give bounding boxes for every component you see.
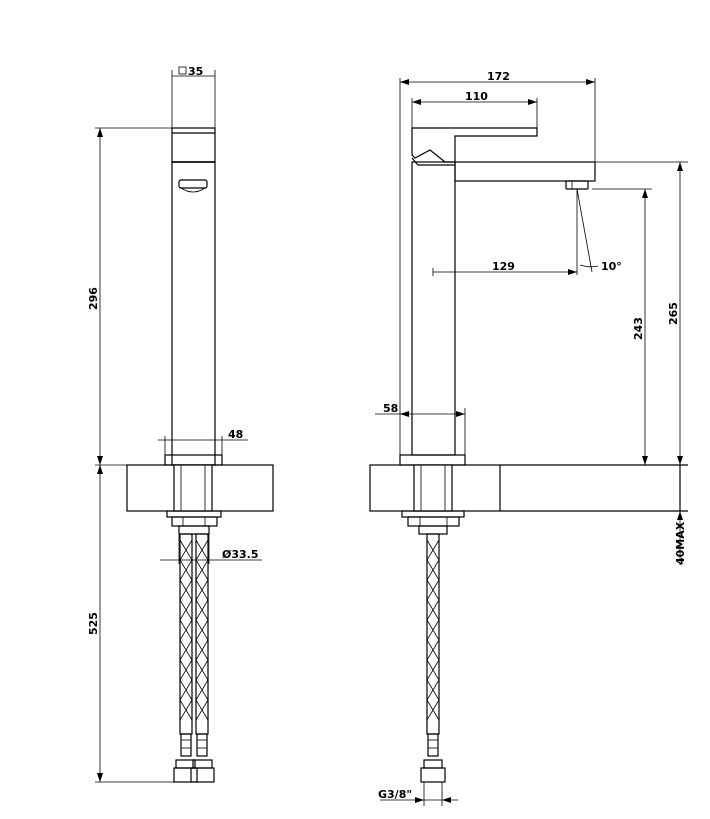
dim-spout-reach: 129 [492, 260, 515, 273]
dim-hose-length: 525 [87, 612, 100, 635]
dim-spout-angle: 10° [601, 260, 622, 273]
hose-right [195, 533, 209, 735]
dim-base-width: 58 [383, 402, 398, 415]
dim-outlet-height: 243 [632, 317, 645, 340]
dim-base-diameter: 48 [228, 428, 243, 441]
square-symbol-icon [178, 66, 187, 75]
dim-height-spout: 296 [87, 287, 100, 310]
dim-connection: G3/8" [378, 788, 412, 801]
side-view: 172 110 10° 129 243 [369, 70, 688, 806]
dim-hose-diameter: Ø33.5 [222, 548, 259, 561]
dim-square-body: 35 [188, 65, 203, 78]
front-view: 35 48 Ø33.5 [87, 65, 274, 783]
dim-total-height: 265 [667, 302, 680, 325]
hose-left [179, 533, 193, 735]
dim-deck-thickness: 40MAX [674, 521, 687, 565]
hose-side [426, 533, 440, 735]
dim-handle-length: 110 [465, 90, 488, 103]
dim-total-reach: 172 [487, 70, 510, 83]
